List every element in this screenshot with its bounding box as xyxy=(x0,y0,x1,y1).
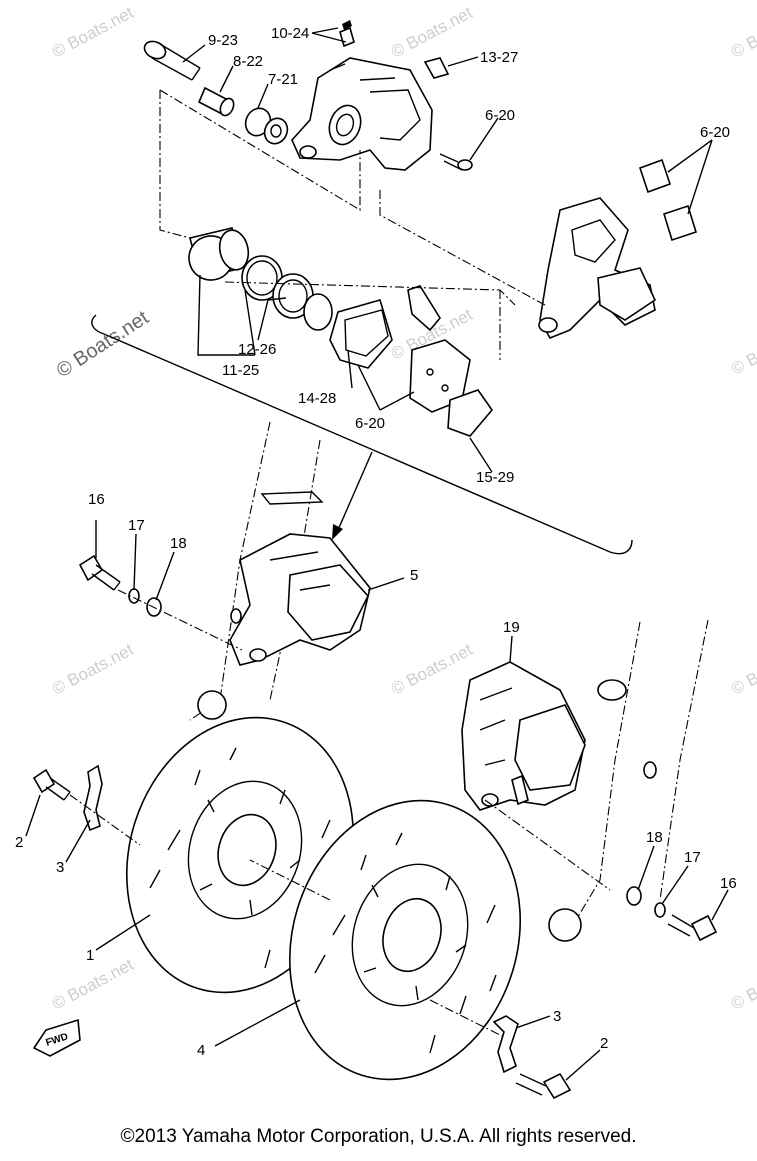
caliper-body-upper xyxy=(291,57,433,171)
label-12-26: 12-26 xyxy=(238,341,276,358)
watermark: © Boats.net xyxy=(388,640,476,699)
brake-disc-4 xyxy=(288,799,522,1081)
label-2-left: 2 xyxy=(15,834,23,851)
pad-14-28 xyxy=(329,299,393,369)
bolt-16-left xyxy=(78,554,121,591)
label-8-22: 8-22 xyxy=(233,53,263,70)
screw-6-20 xyxy=(439,153,473,171)
watermark: © Boats.net xyxy=(728,640,757,699)
seals-12-26 xyxy=(241,255,333,331)
piston-11-25 xyxy=(188,227,250,281)
label-7-21: 7-21 xyxy=(268,71,298,88)
caliper-bracket-right xyxy=(538,197,657,340)
label-16-right: 16 xyxy=(720,875,737,892)
label-18-right: 18 xyxy=(646,829,663,846)
label-16-left: 16 xyxy=(88,491,105,508)
sleeve-8-22 xyxy=(197,86,235,117)
label-5: 5 xyxy=(410,567,418,584)
caliper-19 xyxy=(461,661,586,811)
lock-washer-3-left xyxy=(83,764,103,832)
copyright-notice: ©2013 Yamaha Motor Corporation, U.S.A. A… xyxy=(120,1126,637,1147)
boot-7-21 xyxy=(244,107,289,145)
clip-13-27 xyxy=(423,57,450,79)
assembly-arrow xyxy=(332,451,373,540)
separator-line xyxy=(91,314,633,555)
watermark: © Boats.net xyxy=(728,320,757,379)
bolt-9-23 xyxy=(143,40,201,81)
right-fork-leg xyxy=(548,619,709,942)
label-19: 19 xyxy=(503,619,520,636)
label-6-20-lower: 6-20 xyxy=(355,415,385,432)
washer-17-right xyxy=(654,902,666,918)
washer-18-right xyxy=(626,886,642,906)
pin-set-6-20 xyxy=(638,158,697,242)
watermark: © Boats.net xyxy=(49,3,137,62)
label-18-left: 18 xyxy=(170,535,187,552)
shim-15-29 xyxy=(447,389,494,437)
label-3-right: 3 xyxy=(553,1008,561,1025)
label-14-28: 14-28 xyxy=(298,390,336,407)
watermark: © Boats.net xyxy=(388,3,476,62)
caliper-5 xyxy=(229,533,371,666)
label-17-right: 17 xyxy=(684,849,701,866)
label-10-24: 10-24 xyxy=(271,25,309,42)
label-9-23: 9-23 xyxy=(208,32,238,49)
forward-arrow-icon: FWD xyxy=(32,1018,81,1057)
label-11-25: 11-25 xyxy=(222,362,259,379)
label-1: 1 xyxy=(86,947,94,964)
bleed-screw-10-24 xyxy=(339,20,355,48)
upper-caliper-group xyxy=(143,20,713,473)
lock-washer-3-right xyxy=(492,1015,519,1074)
label-6-20-right: 6-20 xyxy=(700,124,730,141)
label-3-left: 3 xyxy=(56,859,64,876)
watermark-large: © Boats.net xyxy=(53,306,153,382)
bolt-2-right xyxy=(515,1072,572,1100)
watermark: © Boats.net xyxy=(49,640,137,699)
watermark: © Boats.net xyxy=(728,955,757,1014)
watermark: © Boats.net xyxy=(728,3,757,62)
label-13-27: 13-27 xyxy=(480,49,518,66)
bolt-16-right xyxy=(667,914,718,942)
part-labels: 9-23 10-24 13-27 8-22 7-21 6-20 6-20 12-… xyxy=(15,25,737,1059)
label-15-29: 15-29 xyxy=(476,469,514,486)
label-4: 4 xyxy=(197,1042,205,1059)
label-6-20-upper: 6-20 xyxy=(485,107,515,124)
left-fork-leg xyxy=(189,421,324,721)
label-2-right: 2 xyxy=(600,1035,608,1052)
pad-spring xyxy=(407,285,441,332)
label-17-left: 17 xyxy=(128,517,145,534)
bolt-2-left xyxy=(32,768,71,801)
